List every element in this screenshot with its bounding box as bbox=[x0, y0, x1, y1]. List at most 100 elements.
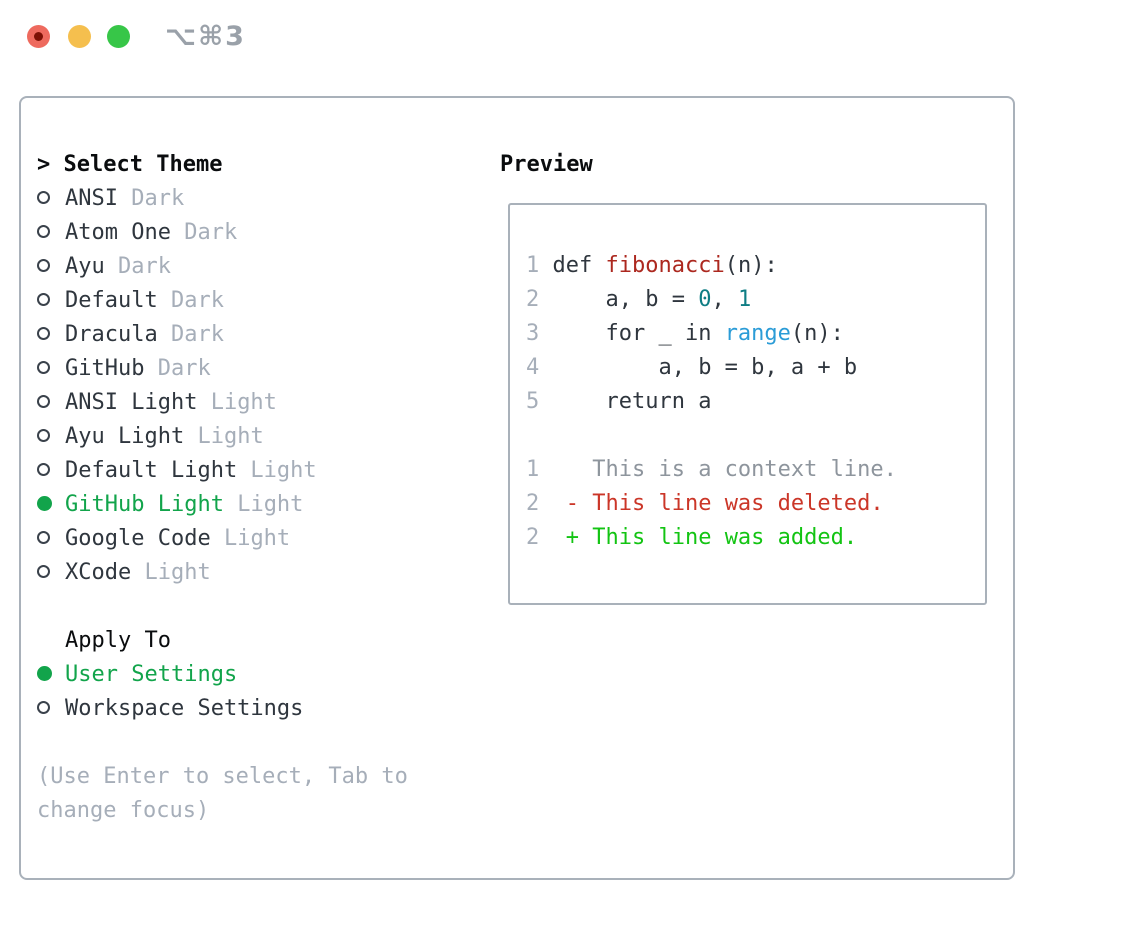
theme-name: Atom One bbox=[65, 220, 171, 245]
radio-icon bbox=[37, 564, 50, 578]
code-line-2: 2 a, b = 0, 1 bbox=[526, 283, 985, 317]
code-segment-number: 0 bbox=[698, 287, 712, 312]
theme-name: Google Code bbox=[65, 526, 211, 551]
theme-name: Default Light bbox=[65, 458, 238, 483]
code-segment-code: a, b = b, a + b bbox=[539, 355, 858, 380]
theme-item-github[interactable]: GitHub Dark bbox=[37, 352, 408, 386]
theme-item-ayu[interactable]: Ayu Dark bbox=[37, 250, 408, 284]
theme-name: XCode bbox=[65, 560, 132, 585]
blank-row bbox=[37, 726, 408, 760]
code-line-5: 5 return a bbox=[526, 385, 985, 419]
apply-option-user-settings[interactable]: User Settings bbox=[37, 658, 408, 692]
theme-variant: Dark bbox=[104, 254, 171, 279]
theme-item-ayu-light[interactable]: Ayu Light Light bbox=[37, 420, 408, 454]
select-theme-header: > Select Theme bbox=[37, 148, 408, 182]
apply-option-workspace-settings[interactable]: Workspace Settings bbox=[37, 692, 408, 726]
diff-deleted-line: 2 - This line was deleted. bbox=[526, 487, 985, 521]
theme-name: ANSI bbox=[65, 186, 118, 211]
theme-item-dracula[interactable]: Dracula Dark bbox=[37, 318, 408, 352]
theme-name: Ayu Light bbox=[65, 424, 185, 449]
diff-context-line: 1 This is a context line. bbox=[526, 453, 985, 487]
radio-icon bbox=[37, 326, 50, 340]
theme-item-github-light[interactable]: GitHub Light Light bbox=[37, 488, 408, 522]
radio-icon bbox=[37, 428, 50, 442]
blank-line bbox=[526, 419, 985, 453]
theme-name: Ayu bbox=[65, 254, 105, 279]
theme-item-atom-one[interactable]: Atom One Dark bbox=[37, 216, 408, 250]
code-segment-context: This is a context line. bbox=[592, 457, 897, 482]
theme-variant: Dark bbox=[157, 322, 224, 347]
theme-item-default[interactable]: Default Dark bbox=[37, 284, 408, 318]
code-segment-num: 1 bbox=[526, 457, 540, 482]
theme-name: ANSI Light bbox=[65, 390, 198, 415]
close-button[interactable] bbox=[27, 25, 50, 48]
zoom-button[interactable] bbox=[107, 25, 130, 48]
code-segment-num: 2 bbox=[526, 287, 540, 312]
theme-variant: Dark bbox=[170, 220, 238, 245]
radio-selected-icon bbox=[37, 495, 52, 511]
radio-selected-icon bbox=[37, 665, 52, 681]
code-segment-num: 2 bbox=[526, 525, 540, 550]
preview-title: Preview bbox=[500, 152, 593, 177]
code-segment-func: fibonacci bbox=[605, 253, 725, 278]
theme-item-ansi[interactable]: ANSI Dark bbox=[37, 182, 408, 216]
code-segment-num: 1 bbox=[526, 253, 540, 278]
theme-variant: Dark bbox=[117, 186, 185, 211]
theme-name: Default bbox=[65, 288, 158, 313]
code-segment-deleted: - This line was deleted. bbox=[565, 491, 884, 516]
radio-icon bbox=[37, 530, 50, 544]
code-segment-code: (n): bbox=[790, 321, 844, 346]
radio-icon bbox=[37, 224, 50, 238]
code-segment-code: , bbox=[711, 287, 738, 312]
apply-option-label: Workspace Settings bbox=[65, 696, 304, 721]
spacer bbox=[50, 152, 63, 177]
help-text: (Use Enter to select, Tab to change focu… bbox=[37, 760, 408, 828]
code-segment-code: return a bbox=[539, 389, 712, 414]
code-segment-code bbox=[539, 491, 566, 516]
titlebar: ⌥⌘3 bbox=[0, 0, 1140, 96]
code-line-3: 3 for _ in range(n): bbox=[526, 317, 985, 351]
code-segment-code bbox=[539, 457, 592, 482]
theme-variant: Light bbox=[131, 560, 211, 585]
code-segment-added: + This line was added. bbox=[565, 525, 858, 550]
code-segment-code: (n): bbox=[724, 253, 778, 278]
help-line-2: change focus) bbox=[37, 798, 210, 823]
radio-icon bbox=[37, 190, 50, 204]
select-theme-title: Select Theme bbox=[63, 152, 223, 177]
radio-icon bbox=[37, 292, 50, 306]
code-segment-num: 2 bbox=[526, 491, 540, 516]
theme-variant: Light bbox=[210, 526, 291, 551]
code-segment-num: 4 bbox=[526, 355, 540, 380]
code-segment-code: def bbox=[539, 253, 606, 278]
code-segment-code bbox=[539, 525, 566, 550]
radio-icon bbox=[37, 394, 50, 408]
theme-item-ansi-light[interactable]: ANSI Light Light bbox=[37, 386, 408, 420]
prompt-arrow-icon: > bbox=[37, 152, 51, 177]
code-segment-code: for _ in bbox=[539, 321, 725, 346]
code-line-1: 1 def fibonacci(n): bbox=[526, 249, 985, 283]
theme-variant: Light bbox=[223, 492, 304, 517]
radio-icon bbox=[37, 258, 50, 272]
diff-added-line: 2 + This line was added. bbox=[526, 521, 985, 555]
theme-variant: Dark bbox=[144, 356, 211, 381]
help-line-1: (Use Enter to select, Tab to bbox=[37, 764, 408, 789]
window-title-shortcut: ⌥⌘3 bbox=[165, 21, 246, 52]
theme-item-default-light[interactable]: Default Light Light bbox=[37, 454, 408, 488]
apply-to-header: Apply To bbox=[65, 628, 171, 653]
theme-item-google-code[interactable]: Google Code Light bbox=[37, 522, 408, 556]
code-segment-number: 1 bbox=[737, 287, 752, 312]
code-segment-num: 5 bbox=[526, 389, 540, 414]
record-dot-icon bbox=[34, 32, 43, 41]
theme-name: GitHub bbox=[65, 356, 145, 381]
code-segment-builtin: range bbox=[724, 321, 791, 346]
minimize-button[interactable] bbox=[68, 25, 91, 48]
code-segment-num: 3 bbox=[526, 321, 540, 346]
theme-item-xcode[interactable]: XCode Light bbox=[37, 556, 408, 590]
